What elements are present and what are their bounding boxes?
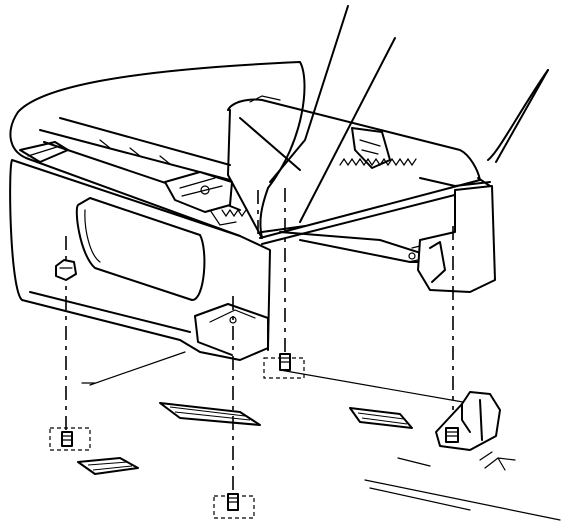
floor-slot-right [479, 451, 516, 471]
floor-stud-front-center [213, 493, 255, 519]
leader-lines [261, 5, 549, 233]
floor-stud-mid [263, 353, 305, 379]
seat-frame [9, 61, 549, 361]
floor-bracket-rear [435, 391, 501, 451]
floor-pad-front-left [159, 402, 261, 426]
frame-nut-left [55, 259, 77, 281]
floor-outline [81, 351, 561, 521]
frame-nut-center [229, 316, 237, 324]
floor-stud-front-left [49, 427, 91, 451]
floor-pad-rear [349, 407, 413, 429]
floor-pad-front-small [77, 457, 139, 475]
